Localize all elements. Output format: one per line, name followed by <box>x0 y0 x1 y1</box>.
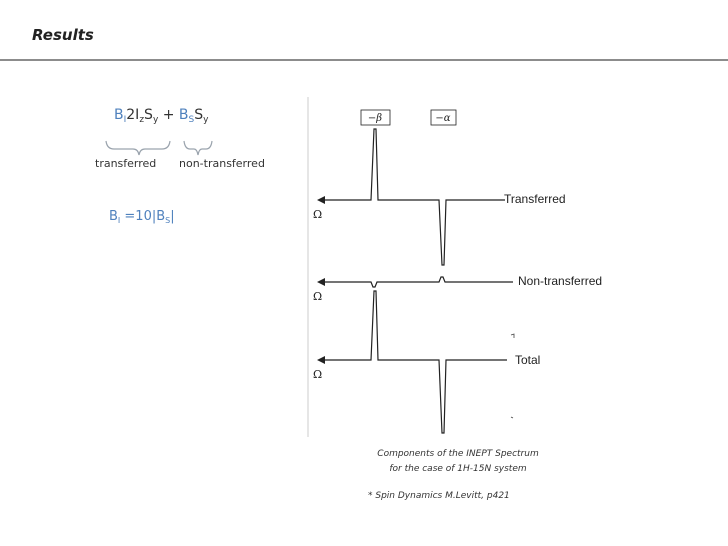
inept-spectrum-figure: −β −α Transferred Ω Non-transferred Ω To… <box>305 95 625 443</box>
transferred-trace: Transferred Ω <box>313 128 566 266</box>
caption-line-2: for the case of 1H-15N system <box>389 464 527 474</box>
alpha-tag: −α <box>435 113 450 124</box>
eq-2i-term: 2I <box>126 107 140 123</box>
reference-note: * Spin Dynamics M.Levitt, p421 <box>368 491 510 501</box>
density-operator-equation: BI2IzSy + BSSy <box>114 107 208 125</box>
eq-z-subscript: z <box>139 115 145 125</box>
figure-caption: Components of the INEPT Spectrum for the… <box>367 447 549 477</box>
amplitude-ratio: BI =10|BS| <box>109 209 175 225</box>
omega-axis-2: Ω <box>313 290 322 303</box>
total-trace: Total Ω <box>313 290 540 434</box>
scan-edge <box>307 97 309 437</box>
non-transferred-trace-label: Non-transferred <box>518 274 602 288</box>
eq-plus: + <box>158 107 179 123</box>
transferred-trace-label: Transferred <box>504 192 566 206</box>
page-title: Results <box>32 26 94 44</box>
equation-braces <box>105 140 213 156</box>
alpha-tag-box <box>430 109 457 126</box>
ratio-mid: =10|B <box>120 209 166 224</box>
total-trace-label: Total <box>515 353 540 367</box>
beta-tag: −β <box>368 113 382 124</box>
non-transferred-trace: Non-transferred Ω <box>313 274 602 303</box>
beta-tag-box <box>360 109 391 126</box>
ratio-end: | <box>170 209 175 224</box>
ratio-i-subscript: I <box>117 216 121 225</box>
eq-s2-subscript: S <box>188 115 195 125</box>
eq-b2-symbol: B <box>178 107 189 123</box>
scan-mark-bottom <box>510 416 514 419</box>
spectrum-background <box>305 95 625 443</box>
eq-b-symbol: B <box>114 107 124 123</box>
transferred-brace <box>105 140 171 156</box>
title-divider <box>0 59 728 61</box>
caption-line-1: Components of the INEPT Spectrum <box>377 449 539 459</box>
omega-axis-3: Ω <box>313 368 322 381</box>
eq-i-subscript: I <box>123 115 127 125</box>
non-transferred-brace <box>183 140 213 156</box>
ratio-b: B <box>109 209 118 224</box>
eq-s2-term: S <box>194 107 204 123</box>
omega-axis-1: Ω <box>313 208 322 221</box>
non-transferred-label: non-transferred <box>179 157 265 170</box>
eq-s-term: S <box>144 107 153 123</box>
ratio-s-subscript: S <box>165 216 171 225</box>
scan-mark-top <box>510 333 515 338</box>
eq-y2-subscript: y <box>203 115 209 125</box>
eq-y-subscript: y <box>152 115 159 125</box>
transferred-label: transferred <box>95 157 157 170</box>
